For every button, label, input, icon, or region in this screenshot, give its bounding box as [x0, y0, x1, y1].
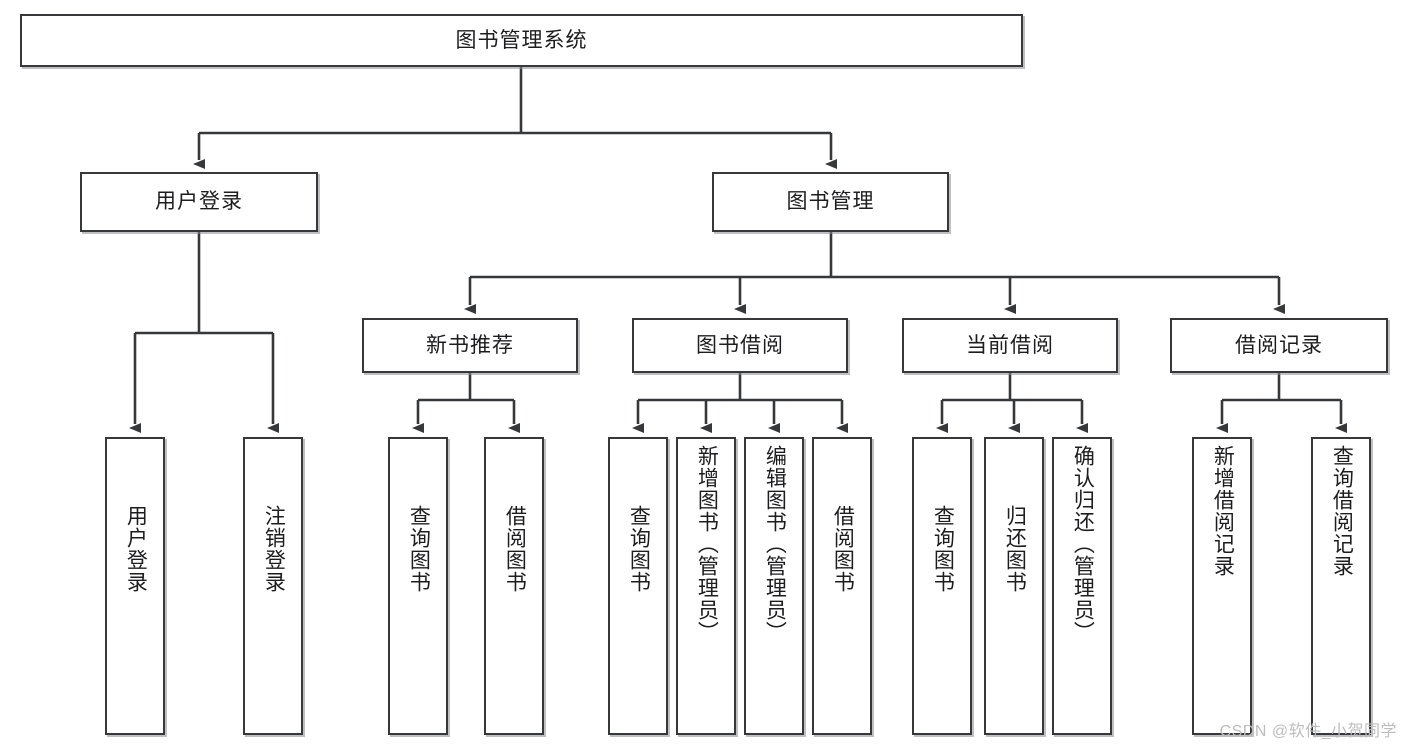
node-leaf-add-borrow-record-label: 新增借阅记录 [1211, 445, 1235, 577]
node-current-borrow[interactable]: 当前借阅 [902, 318, 1118, 373]
node-leaf-query-book-borrow[interactable]: 查询图书 [608, 437, 668, 735]
node-leaf-query-borrow-record[interactable]: 查询借阅记录 [1311, 437, 1371, 735]
node-root-label: 图书管理系统 [455, 28, 588, 52]
node-leaf-logout[interactable]: 注销登录 [243, 437, 303, 735]
node-new-book-recommend-label: 新书推荐 [426, 333, 514, 357]
node-book-borrow[interactable]: 图书借阅 [632, 318, 848, 373]
node-leaf-query-book-recommend-label: 查询图书 [407, 505, 431, 593]
node-book-management[interactable]: 图书管理 [712, 172, 949, 232]
node-new-book-recommend[interactable]: 新书推荐 [362, 318, 578, 373]
node-leaf-add-book-admin[interactable]: 新增图书（管理员） [676, 437, 736, 735]
node-user-login-label: 用户登录 [155, 190, 243, 214]
node-leaf-query-borrow-record-label: 查询借阅记录 [1330, 445, 1354, 577]
node-leaf-borrow-book[interactable]: 借阅图书 [812, 437, 872, 735]
node-leaf-return-book[interactable]: 归还图书 [984, 437, 1044, 735]
node-leaf-confirm-return-admin[interactable]: 确认归还（管理员） [1052, 437, 1112, 735]
node-current-borrow-label: 当前借阅 [966, 333, 1054, 357]
node-leaf-return-book-label: 归还图书 [1003, 505, 1027, 593]
node-root-system[interactable]: 图书管理系统 [20, 14, 1023, 67]
node-leaf-borrow-book-recommend[interactable]: 借阅图书 [484, 437, 544, 735]
node-leaf-confirm-return-admin-label: 确认归还（管理员） [1071, 445, 1095, 643]
node-leaf-query-book-borrow-label: 查询图书 [627, 505, 651, 593]
node-leaf-edit-book-admin[interactable]: 编辑图书（管理员） [744, 437, 804, 735]
node-leaf-edit-book-admin-label: 编辑图书（管理员） [763, 445, 787, 643]
node-leaf-borrow-book-label: 借阅图书 [831, 505, 855, 593]
node-leaf-user-login-label: 用户登录 [124, 505, 148, 593]
node-leaf-query-book-current[interactable]: 查询图书 [912, 437, 972, 735]
node-borrow-record-label: 借阅记录 [1235, 333, 1323, 357]
node-book-borrow-label: 图书借阅 [696, 333, 784, 357]
node-leaf-borrow-book-recommend-label: 借阅图书 [503, 505, 527, 593]
node-leaf-user-login[interactable]: 用户登录 [105, 437, 165, 735]
node-leaf-logout-label: 注销登录 [262, 505, 286, 593]
node-leaf-add-borrow-record[interactable]: 新增借阅记录 [1192, 437, 1252, 735]
node-user-login[interactable]: 用户登录 [80, 172, 318, 232]
node-leaf-add-book-admin-label: 新增图书（管理员） [695, 445, 719, 643]
node-borrow-record[interactable]: 借阅记录 [1170, 318, 1388, 373]
node-leaf-query-book-current-label: 查询图书 [931, 505, 955, 593]
node-leaf-query-book-recommend[interactable]: 查询图书 [388, 437, 448, 735]
node-book-management-label: 图书管理 [786, 190, 875, 214]
watermark-text: CSDN @软件_小贺同学 [1219, 723, 1397, 740]
